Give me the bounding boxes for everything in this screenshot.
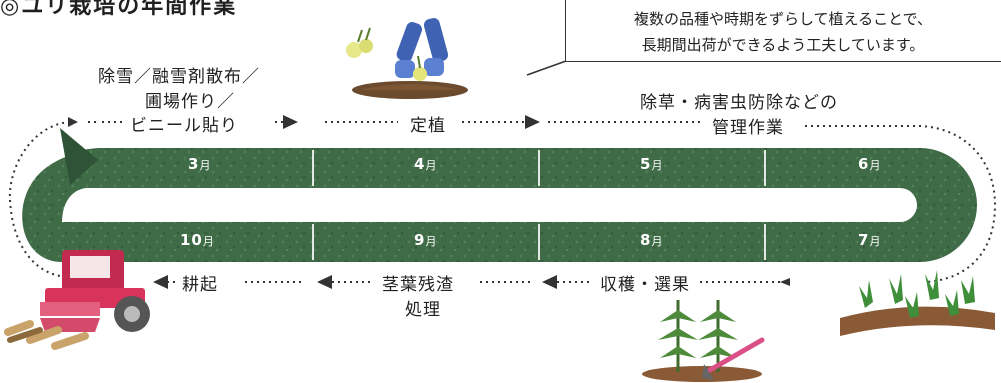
month-july: 7月	[858, 231, 882, 249]
track-divider	[538, 224, 540, 260]
arrow-to-tillage-icon	[153, 275, 168, 289]
task-snow-line3: ビニール貼り	[130, 116, 238, 136]
callout-line-2: 長期間出荷ができるよう工夫しています。	[641, 36, 925, 54]
loop-arrow-start-icon	[68, 117, 78, 127]
callout-pointer	[526, 60, 567, 76]
task-snow-line1: 除雪／融雪剤散布／	[98, 67, 260, 87]
task-tillage: 耕起	[182, 275, 218, 295]
callout-box	[565, 0, 1001, 62]
lily-seedlings-icon	[840, 270, 995, 336]
month-april: 4月	[414, 155, 438, 173]
task-planting: 定植	[410, 116, 446, 136]
lily-plants-hoe-icon	[642, 300, 765, 382]
month-track	[62, 148, 977, 262]
month-august: 8月	[640, 231, 664, 249]
track-divider	[764, 224, 766, 260]
track-divider	[764, 150, 766, 186]
task-snow-line2: 圃場作り／	[145, 92, 235, 112]
task-residue-line2: 処理	[405, 300, 441, 320]
track-divider	[312, 224, 314, 260]
callout-line-1: 複数の品種や時期をずらして植えることで、	[633, 10, 933, 28]
outer-dotted-right	[805, 125, 997, 283]
track-divider	[312, 150, 314, 186]
track-arrowhead	[60, 128, 98, 185]
task-management-line2: 管理作業	[712, 118, 784, 138]
page-title: ◎ユリ栽培の年間作業	[0, 0, 238, 19]
month-june: 6月	[858, 155, 882, 173]
month-may: 5月	[640, 155, 664, 173]
loop-arrow-right-icon	[780, 278, 790, 286]
month-september: 9月	[414, 231, 438, 249]
track-divider	[538, 150, 540, 186]
month-october: 10月	[180, 231, 215, 249]
task-management-line1: 除草・病害虫防除などの	[640, 93, 838, 113]
task-residue-line1: 茎葉残渣	[382, 275, 454, 295]
arrow-to-harvest-icon	[542, 275, 557, 289]
arrow-to-management-icon	[525, 115, 540, 129]
arrow-to-planting-icon	[283, 115, 298, 129]
tractor-icon	[4, 250, 150, 350]
callout-text: 複数の品種や時期をずらして植えることで、 長期間出荷ができるよう工夫しています。	[565, 6, 1001, 58]
arrow-to-residue-icon	[317, 275, 332, 289]
planting-hands-icon	[346, 18, 468, 99]
month-march: 3月	[188, 155, 212, 173]
task-harvest: 収穫・選果	[600, 275, 690, 295]
